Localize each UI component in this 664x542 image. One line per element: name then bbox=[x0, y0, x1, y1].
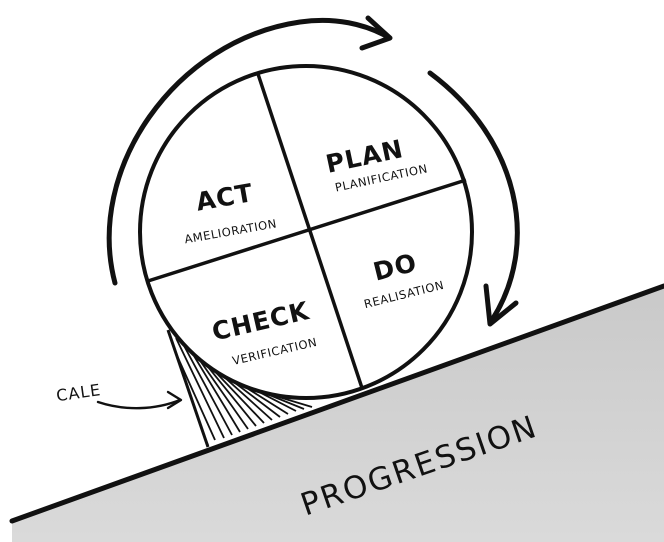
pdca-wheel bbox=[138, 64, 474, 400]
wheel-divider-horizontal bbox=[147, 178, 467, 283]
quadrant-plan: PLAN PLANIFICATION bbox=[323, 134, 429, 194]
rotation-arrow-top bbox=[106, 15, 393, 286]
progression-slope bbox=[12, 285, 664, 542]
wedge-pointer-arrow bbox=[96, 390, 183, 410]
slope-edge bbox=[9, 283, 664, 524]
rotation-arrow-right bbox=[427, 70, 520, 327]
wedge-label: CALE bbox=[55, 380, 102, 405]
